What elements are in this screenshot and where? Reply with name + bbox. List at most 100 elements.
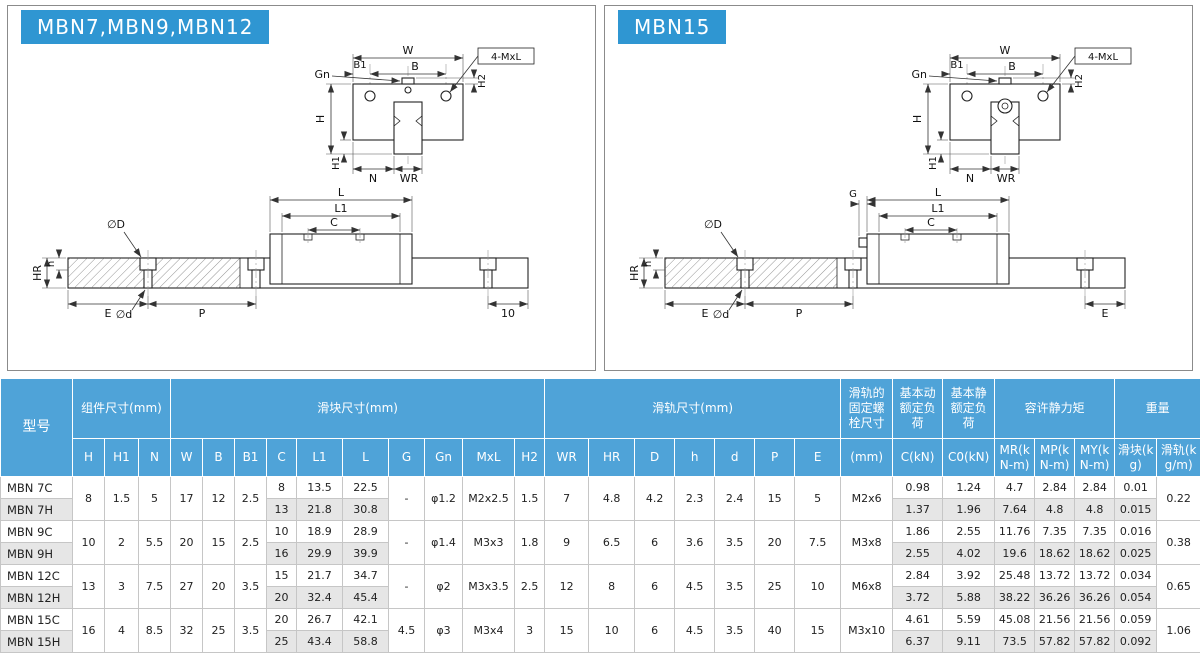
cell-l: 30.8	[342, 498, 390, 521]
mount-hole-right	[440, 90, 452, 102]
cell-model: MBN 15C	[0, 608, 73, 631]
cell-l1: 18.9	[296, 520, 344, 543]
cell-mr: 73.5	[994, 630, 1036, 653]
cell-l1: 32.4	[296, 586, 344, 609]
cell-hr: 10	[588, 608, 636, 653]
subheader-h1: H1	[104, 438, 139, 477]
cell-n: 5.5	[137, 520, 172, 565]
cell-l: 34.7	[342, 564, 390, 587]
cell-block-kg: 0.025	[1114, 542, 1158, 565]
dim-label-c: C	[927, 216, 935, 229]
cell-c-kn: 3.72	[892, 586, 944, 609]
subheader-rail-kg: 滑轨(kg/m)	[1156, 438, 1200, 477]
panel-title: MBN7,MBN9,MBN12	[21, 10, 270, 44]
dim-label-gn: Gn	[912, 68, 928, 81]
cell-w: 17	[170, 476, 204, 521]
cell-h1: 1.5	[104, 476, 139, 521]
cell-l1: 21.8	[296, 498, 344, 521]
dim-label-h1: H1	[928, 156, 939, 170]
subheader-g: G	[388, 438, 426, 477]
dim-label-n: N	[966, 172, 974, 185]
cell-c0-kn: 1.96	[942, 498, 996, 521]
dim-label-b1: B1	[353, 60, 366, 71]
cell-g: 4.5	[388, 608, 426, 653]
cell-d-small: 2.4	[714, 476, 756, 521]
subheader-w: W	[170, 438, 204, 477]
table-row: MBN 15C 16 4 8.5 32 25 3.5 20 26.7 42.1 …	[0, 608, 1200, 653]
cell-mxl: M3x4	[462, 608, 516, 653]
dim-label-w: W	[1000, 44, 1011, 57]
dim-label-gn: Gn	[315, 68, 331, 81]
panel-title: MBN15	[618, 10, 727, 44]
table-row: MBN 12C 13 3 7.5 27 20 3.5 15 21.7 34.7 …	[0, 564, 1200, 609]
cell-mp: 36.26	[1034, 586, 1076, 609]
dim-label-hr: HR	[31, 265, 44, 281]
block-side	[269, 233, 413, 285]
cell-block-kg: 0.015	[1114, 498, 1158, 521]
cell-hr: 4.8	[588, 476, 636, 521]
cell-h: 8	[72, 476, 105, 521]
subheader-d-small: d	[714, 438, 756, 477]
subheader-wr: WR	[544, 438, 590, 477]
spec-table: 型号 组件尺寸(mm) 滑块尺寸(mm) 滑轨尺寸(mm) 滑轨的固定螺栓尺寸 …	[0, 378, 1200, 653]
cell-b1: 2.5	[234, 476, 268, 521]
cell-c0-kn: 3.92	[942, 564, 996, 587]
cell-hole-h: 4.5	[674, 608, 716, 653]
cell-n: 8.5	[137, 608, 172, 653]
cell-mr: 7.64	[994, 498, 1036, 521]
grease-nipple	[997, 98, 1013, 114]
cell-mp: 4.8	[1034, 498, 1076, 521]
dim-label-p: P	[199, 307, 206, 320]
subheader-h2: H2	[514, 438, 546, 477]
dim-label-4mxl: 4-MxL	[491, 52, 522, 63]
cell-h2: 1.5	[514, 476, 546, 521]
cell-my: 4.8	[1074, 498, 1116, 521]
cell-c0-kn: 5.59	[942, 608, 996, 631]
cell-l1: 29.9	[296, 542, 344, 565]
cell-c: 8	[266, 476, 298, 499]
cell-my: 36.26	[1074, 586, 1116, 609]
cell-mr: 25.48	[994, 564, 1036, 587]
front-view: W B B1 Gn 4-MxL H	[911, 44, 1132, 185]
dim-label-l1: L1	[931, 202, 944, 215]
table-row: MBN 15H 25 43.4 58.8 6.37 9.11 73.5 57.8…	[0, 630, 1200, 653]
cell-d-big: 6	[634, 564, 676, 609]
cell-p: 40	[754, 608, 796, 653]
subheader-d-big: D	[634, 438, 676, 477]
cell-mp: 13.72	[1034, 564, 1076, 587]
cell-wr: 15	[544, 608, 590, 653]
cell-b1: 3.5	[234, 608, 268, 653]
cell-g: -	[388, 476, 426, 521]
cell-c: 25	[266, 630, 298, 653]
cell-mp: 21.56	[1034, 608, 1076, 631]
panel-mbn7-9-12: MBN7,MBN9,MBN12 W	[7, 5, 596, 371]
cell-hole-h: 2.3	[674, 476, 716, 521]
cell-p: 15	[754, 476, 796, 521]
dim-label-hole-h: h	[643, 261, 654, 267]
cell-n: 7.5	[137, 564, 172, 609]
cell-l1: 43.4	[296, 630, 344, 653]
cell-e: 7.5	[794, 520, 842, 565]
side-view: G L L1 C ∅D ∅d HR	[628, 186, 1126, 321]
table-row: MBN 9C 10 2 5.5 20 15 2.5 10 18.9 28.9 -…	[0, 520, 1200, 565]
dim-label-l: L	[935, 186, 942, 199]
cell-mr: 11.76	[994, 520, 1036, 543]
technical-drawing-mbn15: W B B1 Gn 4-MxL H	[628, 44, 1132, 321]
cell-b: 20	[202, 564, 236, 609]
cell-block-kg: 0.01	[1114, 476, 1158, 499]
dim-label-e: E	[105, 307, 112, 320]
cell-b: 12	[202, 476, 236, 521]
table-header-row-sub: H H1 N W B B1 C L1 L G Gn MxL H2 WR HR D…	[1, 438, 1200, 477]
side-view: L L1 C ∅D ∅d HR h	[31, 186, 529, 321]
dim-label-l1: L1	[334, 202, 347, 215]
dim-label-n: N	[369, 172, 377, 185]
dim-label-c: C	[330, 216, 338, 229]
header-group-block: 滑块尺寸(mm)	[170, 378, 546, 439]
subheader-c-kn: C(kN)	[892, 438, 944, 477]
cell-model: MBN 7H	[0, 498, 73, 521]
cell-mp: 57.82	[1034, 630, 1076, 653]
subheader-block-kg: 滑块(kg)	[1114, 438, 1158, 477]
subheader-hole-h: h	[674, 438, 716, 477]
subheader-b1: B1	[234, 438, 268, 477]
dim-label-p: P	[796, 307, 803, 320]
